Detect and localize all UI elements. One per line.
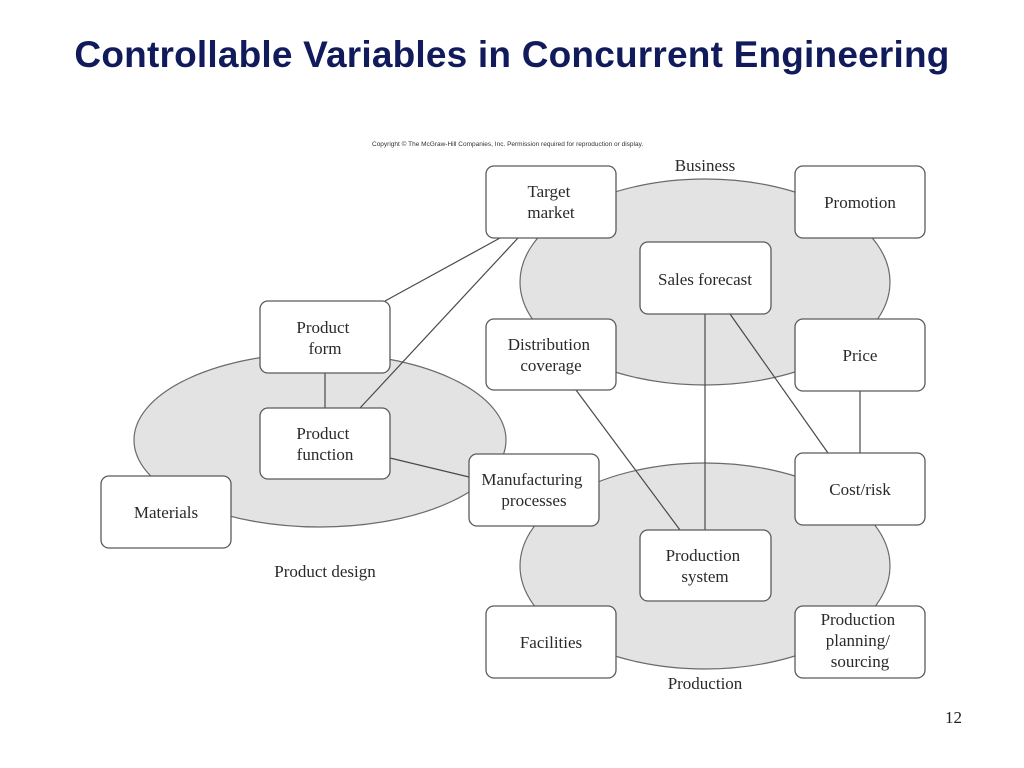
promotion-line-1: Promotion bbox=[824, 193, 896, 212]
manufacturing-processes-label: Manufacturing processes bbox=[481, 470, 586, 510]
product-function-line-1: Product bbox=[296, 424, 349, 443]
distribution-coverage-line-2: coverage bbox=[520, 356, 581, 375]
link-target-market-product-form bbox=[384, 237, 501, 302]
production-zone-label: Production bbox=[668, 674, 743, 693]
business-zone-label: Business bbox=[675, 156, 735, 175]
production-system-box bbox=[639, 529, 772, 602]
production-planning-box bbox=[794, 605, 926, 679]
cost-risk-line-1: Cost/risk bbox=[829, 480, 891, 499]
link-product-function-manufacturing bbox=[389, 457, 470, 478]
slide-title: Controllable Variables in Concurrent Eng… bbox=[74, 34, 950, 75]
promotion-box bbox=[794, 165, 926, 239]
sales-forecast-box bbox=[639, 241, 772, 315]
production-planning-line-2: planning/ bbox=[826, 631, 890, 650]
product-function-box bbox=[259, 407, 391, 480]
manufacturing-processes-box bbox=[468, 453, 600, 527]
sales-forecast-label: Sales forecast bbox=[658, 270, 752, 289]
production-system-line-1: Production bbox=[666, 546, 741, 565]
product-function-line-2: function bbox=[297, 445, 354, 464]
price-label: Price bbox=[843, 346, 878, 365]
product-form-line-1: Product bbox=[296, 318, 349, 337]
cost-risk-box bbox=[794, 452, 926, 526]
target-market-line-1: Target bbox=[527, 182, 570, 201]
production-planning-label: Production planning/ sourcing bbox=[821, 610, 900, 671]
price-line-1: Price bbox=[843, 346, 878, 365]
product-form-line-2: form bbox=[308, 339, 341, 358]
sales-forecast-line-1: Sales forecast bbox=[658, 270, 752, 289]
target-market-line-2: market bbox=[527, 203, 574, 222]
materials-label: Materials bbox=[134, 503, 198, 522]
manufacturing-processes-line-2: processes bbox=[501, 491, 566, 510]
price-box bbox=[794, 318, 926, 392]
product-form-label: Product form bbox=[296, 318, 353, 358]
link-distribution-production-system bbox=[575, 389, 681, 531]
production-planning-line-1: Production bbox=[821, 610, 896, 629]
distribution-coverage-line-1: Distribution bbox=[508, 335, 591, 354]
distribution-coverage-label: Distribution coverage bbox=[508, 335, 594, 375]
promotion-label: Promotion bbox=[824, 193, 896, 212]
production-planning-line-3: sourcing bbox=[831, 652, 890, 671]
manufacturing-processes-line-1: Manufacturing bbox=[481, 470, 583, 489]
target-market-box bbox=[485, 165, 617, 239]
link-sales-forecast-cost-risk bbox=[729, 313, 829, 454]
page-number: 12 bbox=[945, 708, 962, 727]
materials-box bbox=[100, 475, 232, 549]
product-function-label: Product function bbox=[296, 424, 353, 464]
facilities-line-1: Facilities bbox=[520, 633, 582, 652]
production-system-label: Production system bbox=[666, 546, 745, 586]
facilities-label: Facilities bbox=[520, 633, 582, 652]
distribution-coverage-box bbox=[485, 318, 617, 391]
target-market-label: Target market bbox=[527, 182, 574, 222]
facilities-box bbox=[485, 605, 617, 679]
product-design-zone-label: Product design bbox=[274, 562, 376, 581]
link-target-market-product-function bbox=[359, 237, 519, 409]
cost-risk-label: Cost/risk bbox=[829, 480, 891, 499]
materials-line-1: Materials bbox=[134, 503, 198, 522]
product-form-box bbox=[259, 300, 391, 374]
production-system-line-2: system bbox=[681, 567, 728, 586]
copyright-notice: Copyright © The McGraw-Hill Companies, I… bbox=[372, 141, 644, 148]
